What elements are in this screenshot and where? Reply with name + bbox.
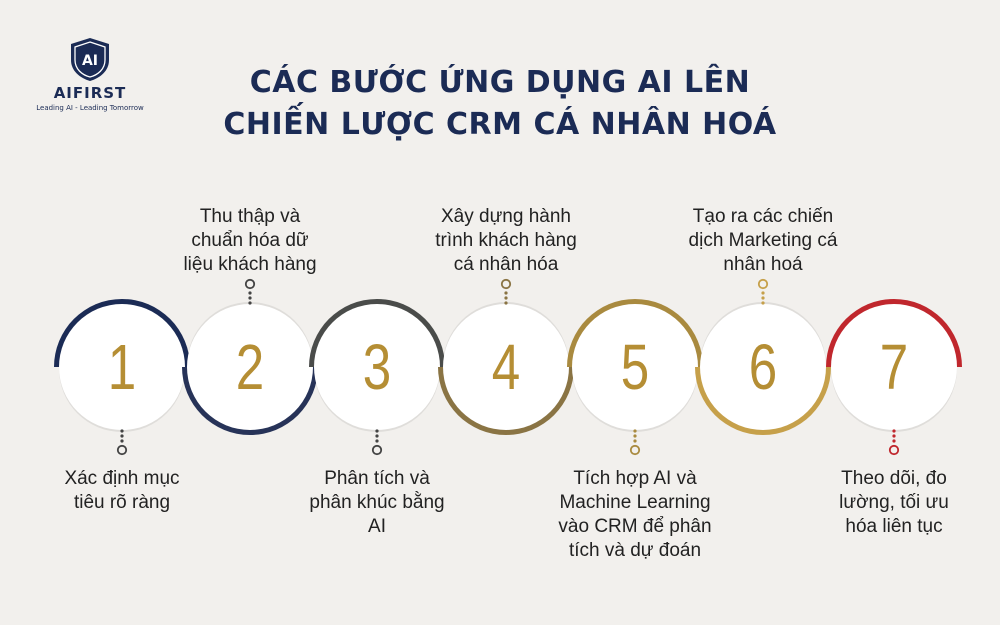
connector-7: [888, 429, 900, 456]
step-label-1: Xác định mục tiêu rõ ràng: [64, 468, 180, 513]
step-disk-7: [831, 304, 957, 430]
connector-5: [629, 429, 641, 456]
step-label-6: Tạo ra các chiến dịch Marketing cá nhân …: [688, 206, 838, 275]
logo-mark: AI: [82, 53, 98, 69]
step-disk-6: [700, 304, 826, 430]
aifirst-logo: AI AIFIRST Leading AI - Leading Tomorrow: [30, 36, 150, 112]
step-5: 5: [560, 292, 710, 442]
step-number-4: 4: [491, 331, 521, 403]
step-ring-1: [54, 299, 190, 432]
step-label-4: Xây dựng hành trình khách hàng cá nhân h…: [435, 206, 577, 275]
step-ring-4: [438, 302, 574, 435]
step-number-6: 6: [748, 331, 778, 403]
step-ring-6: [695, 302, 831, 435]
connector-4: [500, 278, 512, 305]
step-disk-4: [443, 304, 569, 430]
page-title: CÁC BƯỚC ỨNG DỤNG AI LÊN CHIẾN LƯỢC CRM …: [0, 62, 1000, 146]
step-2: 2: [175, 292, 325, 442]
step-label-3: Phân tích và phân khúc bằng AI: [309, 468, 445, 537]
step-number-7: 7: [879, 331, 909, 403]
step-1: 1: [47, 292, 197, 442]
step-disk-5: [572, 304, 698, 430]
step-4: 4: [431, 292, 581, 442]
step-ring-5: [567, 299, 703, 432]
step-6: 6: [688, 292, 838, 442]
logo-tagline: Leading AI - Leading Tomorrow: [36, 104, 144, 112]
connector-2: [244, 278, 256, 305]
step-label-2: Thu thập và chuẩn hóa dữ liệu khách hàng: [183, 206, 317, 275]
step-number-3: 3: [362, 331, 392, 403]
logo-name: AIFIRST: [53, 84, 127, 102]
step-7: 7: [819, 292, 969, 442]
step-disk-1: [59, 304, 185, 430]
step-label-5: Tích hợp AI và Machine Learning vào CRM …: [558, 468, 712, 561]
step-number-2: 2: [235, 331, 265, 403]
step-disk-2: [187, 304, 313, 430]
connector-6: [757, 278, 769, 305]
connector-1: [116, 429, 128, 456]
step-number-5: 5: [620, 331, 650, 403]
shield-ai-icon: AI: [71, 38, 109, 81]
step-label-7: Theo dõi, đo lường, tối ưu hóa liên tục: [839, 468, 949, 537]
step-disk-3: [314, 304, 440, 430]
title-line-1: CÁC BƯỚC ỨNG DỤNG AI LÊN: [249, 65, 751, 100]
step-3: 3: [302, 292, 452, 442]
title-line-2: CHIẾN LƯỢC CRM CÁ NHÂN HOÁ: [223, 107, 777, 142]
step-ring-7: [826, 299, 962, 432]
connector-3: [371, 429, 383, 456]
step-ring-3: [309, 299, 445, 432]
step-number-1: 1: [107, 331, 137, 403]
step-ring-2: [182, 302, 318, 435]
